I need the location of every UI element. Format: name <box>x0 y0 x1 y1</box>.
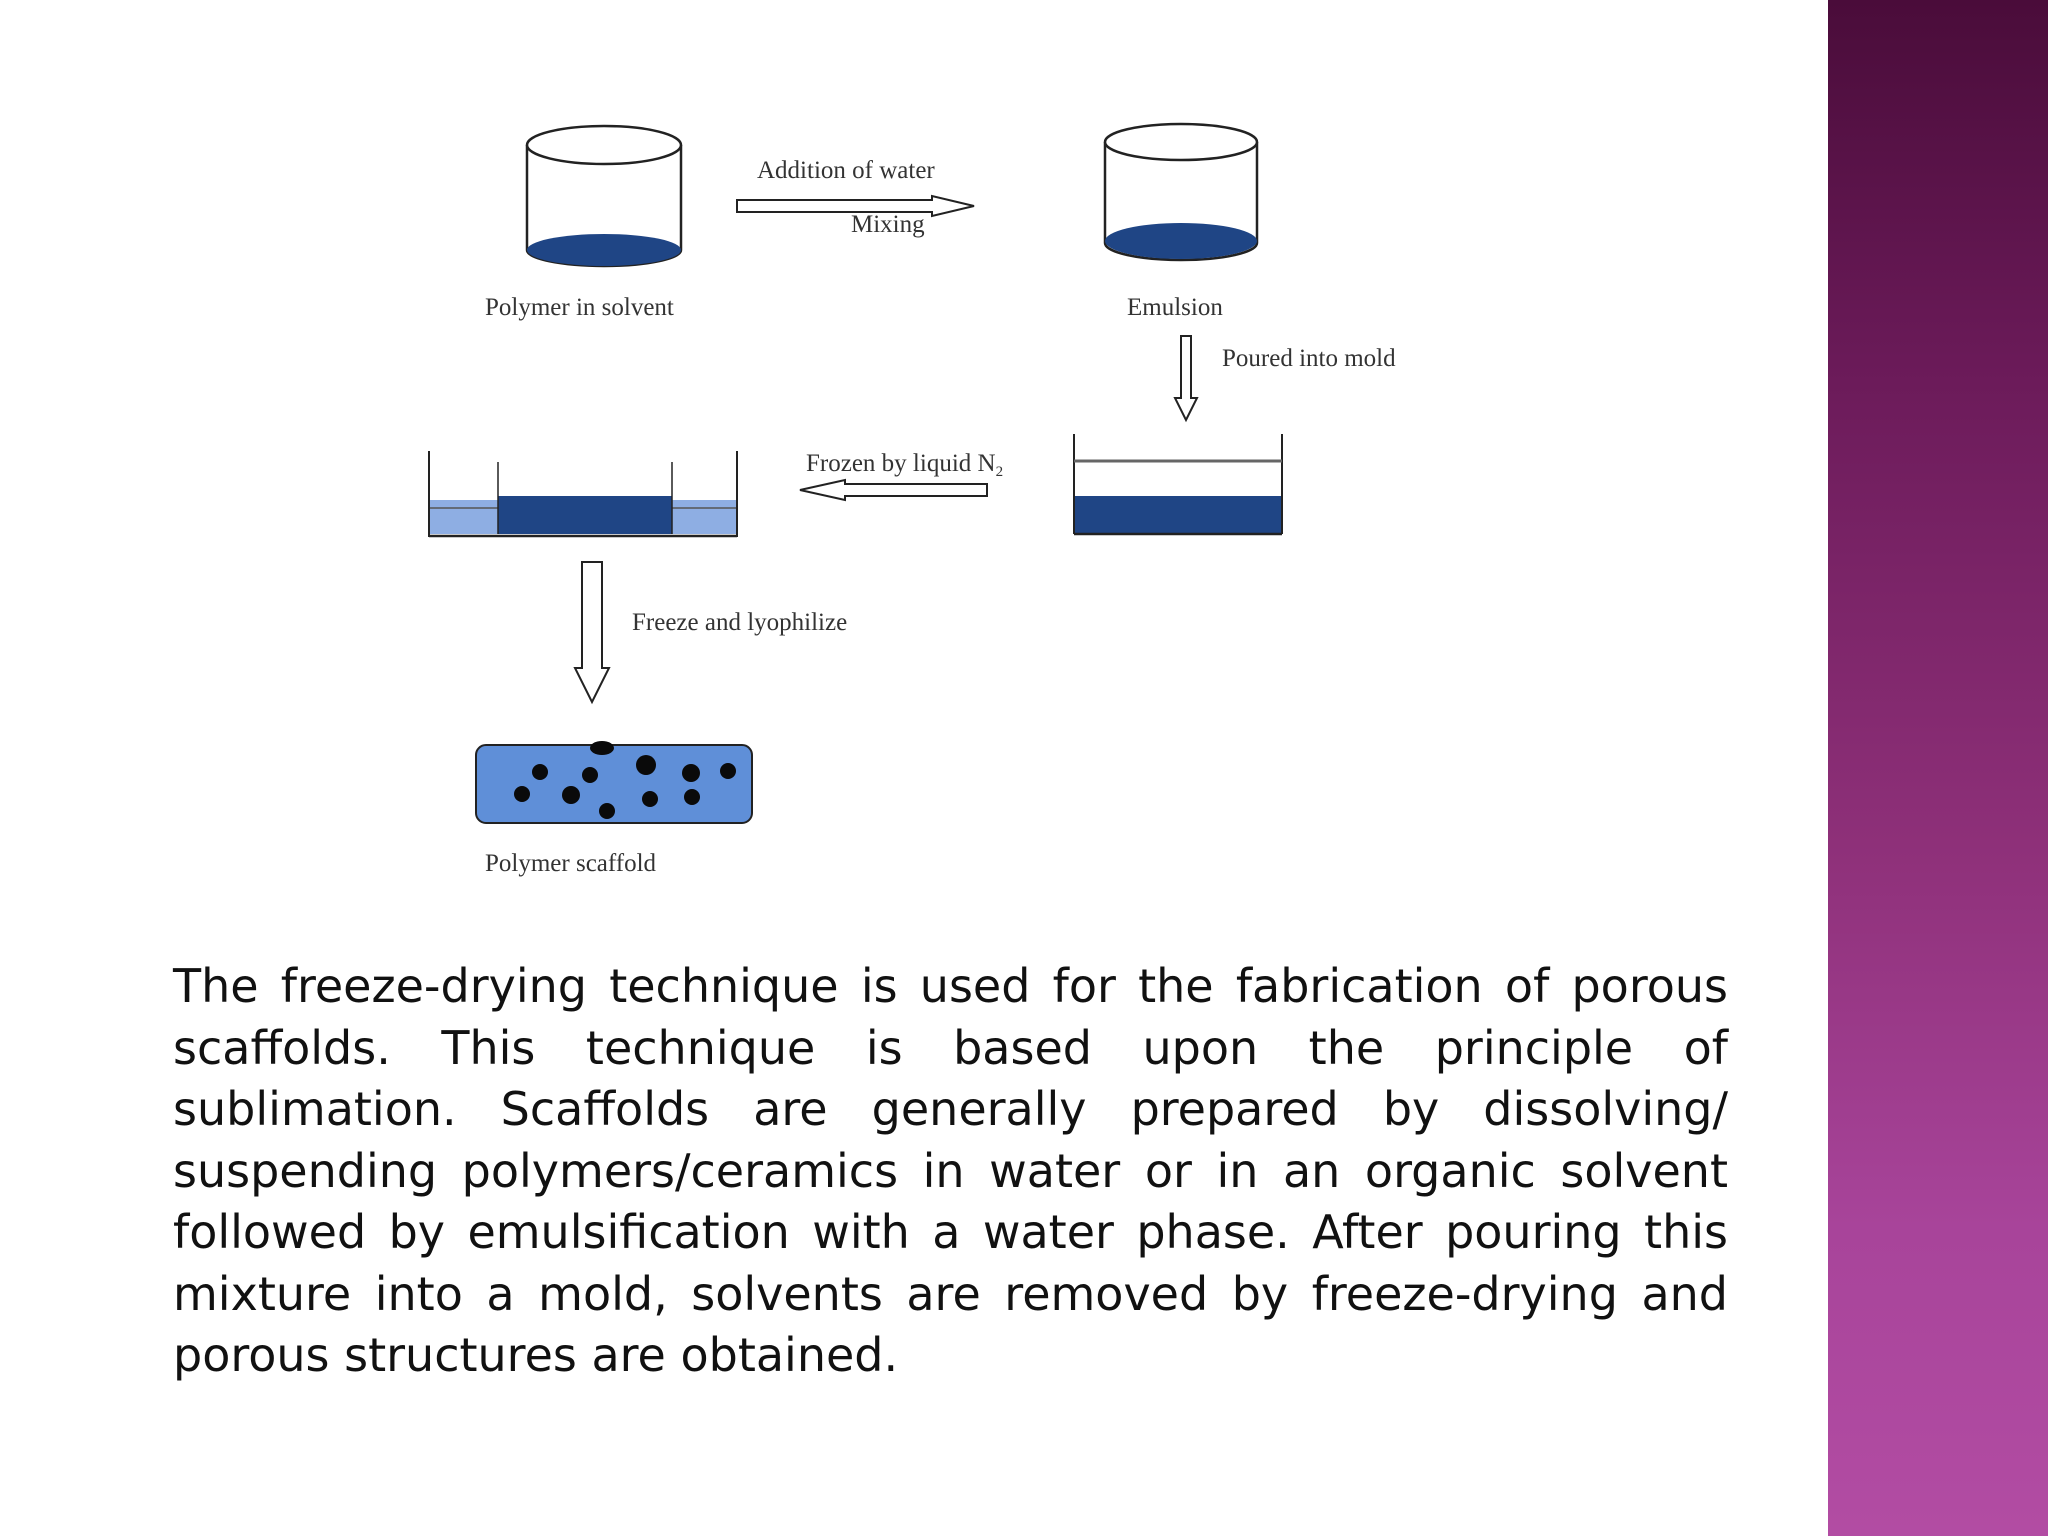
scaffold-pores <box>514 741 736 819</box>
label-polymer-scaffold: Polymer scaffold <box>485 850 657 877</box>
mold-with-emulsion <box>1073 434 1283 536</box>
arrow-freeze-and-lyophilize <box>573 561 611 705</box>
label-addition-of-water: Addition of water <box>757 157 935 184</box>
process-diagram-svg: Polymer in solvent Addition of water Mix… <box>428 122 1396 877</box>
label-freeze-and-lyophilize: Freeze and lyophilize <box>632 609 847 636</box>
frozen-polymer-block <box>498 496 672 534</box>
label-poured-into-mold: Poured into mold <box>1222 345 1396 372</box>
label-mixing: Mixing <box>851 211 925 238</box>
beaker-emulsion <box>1103 122 1259 262</box>
arrow-addition-of-water <box>736 194 975 218</box>
emulsion-liquid <box>1105 223 1257 259</box>
description-paragraph: The freeze-drying technique is used for … <box>173 959 1728 1382</box>
arrow-poured-into-mold <box>1173 335 1199 423</box>
arrow-frozen-by-liquid-nitrogen <box>799 478 988 502</box>
freeze-drying-process-diagram: Polymer in solvent Addition of water Mix… <box>380 80 1480 920</box>
polymer-solution <box>527 234 681 266</box>
label-n2-subscript: 2 <box>996 464 1004 480</box>
label-frozen-by-liquid-nitrogen: Frozen by liquid N2 <box>806 450 1003 480</box>
beaker-polymer-in-solvent <box>525 124 683 268</box>
label-emulsion: Emulsion <box>1127 294 1223 321</box>
decorative-side-band <box>1828 0 2048 1536</box>
frozen-mold <box>428 451 738 538</box>
polymer-scaffold <box>475 741 753 824</box>
mold-liquid <box>1074 496 1282 534</box>
label-polymer-in-solvent: Polymer in solvent <box>485 294 674 321</box>
label-frozen-text: Frozen by liquid N <box>806 450 996 477</box>
